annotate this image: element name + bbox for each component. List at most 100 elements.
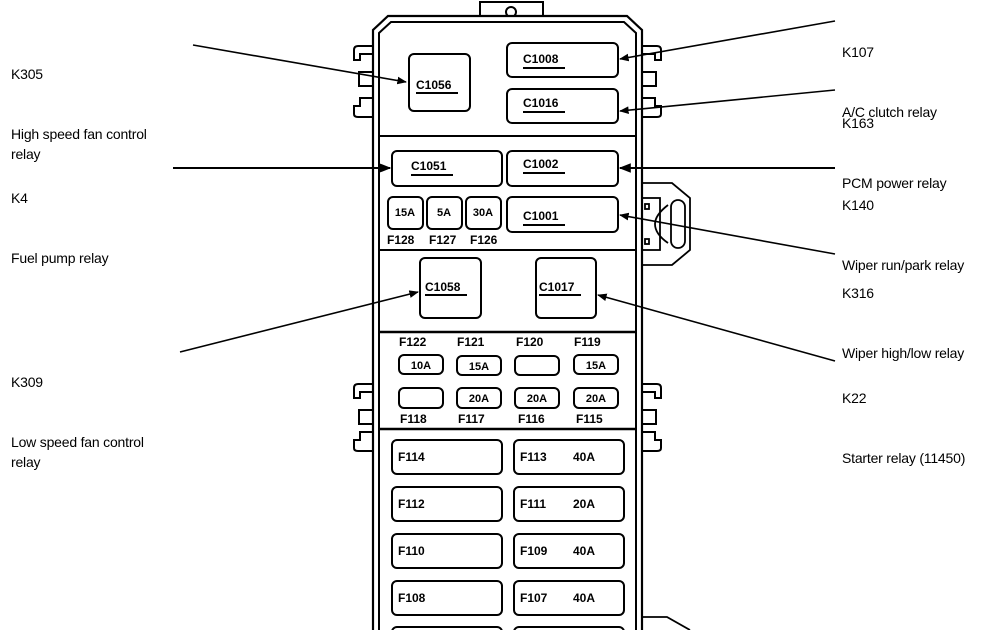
relay-label: C1051 xyxy=(411,159,447,173)
leader-k22 xyxy=(597,293,836,362)
callout-desc: PCM power relay xyxy=(842,175,947,191)
fuse-id: F117 xyxy=(458,412,485,426)
fuse-rating: 10A xyxy=(411,360,431,372)
fuse-id: F111 xyxy=(520,497,546,511)
fuse-rating: 40A xyxy=(573,591,595,605)
callout-desc: A/C clutch relay xyxy=(842,104,937,120)
fuse-rating: 15A xyxy=(586,360,606,372)
fuse-id: F107 xyxy=(520,591,548,605)
relay-c1016[interactable]: C1016 xyxy=(506,88,619,124)
fuse-rating: 20A xyxy=(573,497,595,511)
fuse-f115[interactable]: 20A xyxy=(573,387,619,409)
fuse-f122[interactable]: 10A xyxy=(398,354,444,375)
fuse-rating: 30A xyxy=(473,207,493,219)
callout-desc: High speed fan control relay xyxy=(11,126,147,162)
fuse-rating: 40A xyxy=(573,450,595,464)
fuse-id: F120 xyxy=(516,335,544,349)
callout-code: K163 xyxy=(842,115,874,131)
relay-c1058[interactable]: C1058 xyxy=(419,257,482,319)
relay-c1051[interactable]: C1051 xyxy=(391,150,503,187)
relay-c1008[interactable]: C1008 xyxy=(506,42,619,78)
callout-code: K140 xyxy=(842,197,874,213)
fuse-id: F122 xyxy=(399,335,427,349)
fuse-id: F112 xyxy=(398,497,425,511)
maxi-fuse-f108[interactable]: F108 xyxy=(391,580,503,616)
left-clips xyxy=(353,45,374,452)
maxi-fuse-partial xyxy=(391,626,503,630)
fuse-id: F115 xyxy=(576,412,603,426)
maxi-fuse-f111[interactable]: F111 20A xyxy=(513,486,625,522)
fuse-id: F110 xyxy=(398,544,425,558)
fuse-f121[interactable]: 15A xyxy=(456,355,502,376)
relay-c1002[interactable]: C1002 xyxy=(506,150,619,187)
maxi-fuse-f109[interactable]: F109 40A xyxy=(513,533,625,569)
fuse-f116[interactable]: 20A xyxy=(514,387,560,409)
housing-inner xyxy=(378,21,637,630)
maxi-fuse-f110[interactable]: F110 xyxy=(391,533,503,569)
fuse-id: F114 xyxy=(398,450,425,464)
fuse-id: F109 xyxy=(520,544,548,558)
fuse-id: F108 xyxy=(398,591,426,605)
fuse-id: F121 xyxy=(457,335,485,349)
callout-k305: K305 High speed fan control relay xyxy=(11,24,147,184)
leader-k316 xyxy=(619,212,836,255)
fuse-rating: 20A xyxy=(527,393,547,405)
callout-desc: Fuel pump relay xyxy=(11,250,109,266)
fuse-id: F126 xyxy=(470,233,498,247)
mini-fuse-f127[interactable]: 5A F127 xyxy=(426,196,463,247)
callout-k309: K309 Low speed fan control relay xyxy=(11,332,144,492)
fuse-rating: 5A xyxy=(437,207,451,219)
leader-k107 xyxy=(619,20,836,62)
relay-label: C1058 xyxy=(425,280,461,294)
callout-k22: K22 Starter relay (11450) xyxy=(842,348,965,488)
callout-k163: K163 PCM power relay xyxy=(842,73,947,213)
relay-label: C1017 xyxy=(539,280,575,294)
callout-desc: Low speed fan control relay xyxy=(11,434,144,470)
callout-code: K22 xyxy=(842,390,867,406)
callout-k107: K107 A/C clutch relay xyxy=(842,2,937,142)
callout-code: K4 xyxy=(11,190,28,206)
fuse-f120[interactable] xyxy=(514,355,560,376)
relay-c1056[interactable]: C1056 xyxy=(408,53,471,112)
fuse-rating: 15A xyxy=(395,207,415,219)
maxi-fuse-partial xyxy=(513,626,625,630)
fuse-f119[interactable]: 15A xyxy=(573,354,619,375)
callout-k4: K4 Fuel pump relay xyxy=(11,148,109,288)
relay-label: C1002 xyxy=(523,157,559,171)
fuse-rating: 40A xyxy=(573,544,595,558)
fuse-id: F119 xyxy=(574,335,601,349)
relay-label: C1008 xyxy=(523,52,559,66)
relay-c1001[interactable]: C1001 xyxy=(506,196,619,233)
leader-lines xyxy=(173,20,836,362)
fuse-id: F127 xyxy=(429,233,457,247)
leader-k305 xyxy=(192,44,407,85)
fuse-rating: 20A xyxy=(586,393,606,405)
side-connector xyxy=(641,182,691,266)
fuse-rating: 20A xyxy=(469,393,489,405)
callout-code: K309 xyxy=(11,374,43,390)
relay-label: C1056 xyxy=(416,78,452,92)
fuse-rating: 15A xyxy=(469,361,489,373)
fuse-id: F113 xyxy=(520,450,547,464)
maxi-fuse-grid: F114 F113 40A F112 F111 20A F110 F109 40A F108 F10… xyxy=(391,439,625,630)
relay-label: C1016 xyxy=(523,96,559,110)
right-clips xyxy=(641,45,662,452)
relay-c1017[interactable]: C1017 xyxy=(535,257,597,319)
callout-k316: K316 Wiper high/low relay xyxy=(842,243,964,383)
maxi-fuse-f112[interactable]: F112 xyxy=(391,486,503,522)
maxi-fuse-f113[interactable]: F113 40A xyxy=(513,439,625,475)
callout-code: K305 xyxy=(11,66,43,82)
relay-label: C1001 xyxy=(523,209,559,223)
maxi-fuse-f107[interactable]: F107 40A xyxy=(513,580,625,616)
callout-desc: Wiper high/low relay xyxy=(842,345,965,361)
fuse-id: F128 xyxy=(387,233,415,247)
callout-k140: K140 Wiper run/park relay xyxy=(842,155,964,295)
callout-desc: Wiper run/park relay xyxy=(842,257,965,273)
mini-fuse-f128[interactable]: 15A F128 xyxy=(387,196,424,247)
fuse-f117[interactable]: 20A xyxy=(456,387,502,409)
fuse-f118[interactable] xyxy=(398,387,444,409)
maxi-fuse-f114[interactable]: F114 xyxy=(391,439,503,475)
mini-fuse-f126[interactable]: 30A F126 xyxy=(465,196,502,247)
bottom-bracket xyxy=(642,616,691,630)
